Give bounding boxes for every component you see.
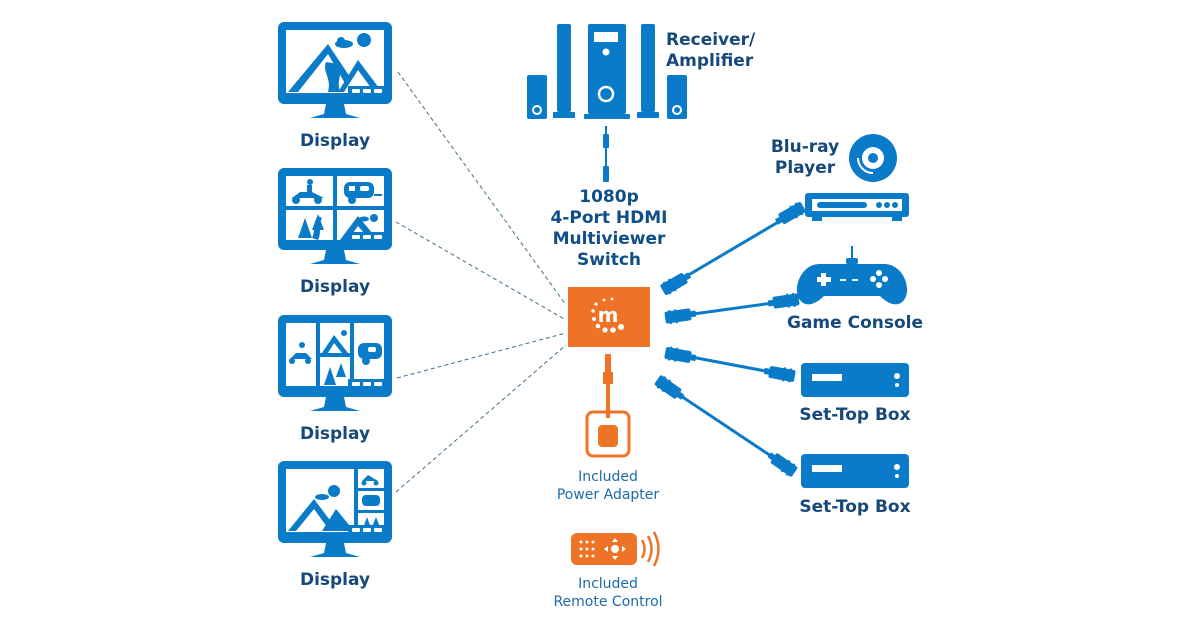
receiver-label: Receiver/ Amplifier <box>666 30 755 72</box>
link-display-4 <box>395 344 567 493</box>
switch-title-line1: 1080p <box>579 187 639 207</box>
display-4-icon <box>278 461 392 557</box>
power-adapter-label-line1: Included <box>578 469 638 485</box>
hdmi-cable-bluray <box>659 200 807 297</box>
set-top-box-2-icon <box>801 454 909 488</box>
set-top-box-1-icon <box>801 363 909 397</box>
set-top-box-2-label: Set-Top Box <box>799 497 911 517</box>
bluray-label-line2: Player <box>774 158 836 178</box>
set-top-box-1-label: Set-Top Box <box>799 405 911 425</box>
power-adapter-icon <box>585 354 631 458</box>
display-2-icon <box>278 168 392 264</box>
remote-control-icon <box>571 531 660 567</box>
bluray-label: Blu-ray Player <box>770 137 840 179</box>
hdmi-cable-stb2 <box>653 373 799 479</box>
power-adapter-label-line2: Power Adapter <box>556 487 660 503</box>
bluray-player-icon <box>805 134 909 221</box>
bluray-label-line1: Blu-ray <box>770 137 840 157</box>
game-console-label: Game Console <box>787 313 923 333</box>
switch-title-line3: Multiviewer <box>552 229 666 249</box>
link-display-1 <box>397 71 567 306</box>
display-3-label: Display <box>299 424 371 444</box>
switch-box[interactable]: m <box>568 287 650 347</box>
power-adapter-label: Included Power Adapter <box>538 468 678 504</box>
link-display-2 <box>395 221 567 321</box>
speaker-system-icon <box>527 24 687 119</box>
display-2-label: Display <box>299 277 371 297</box>
display-links <box>395 71 567 493</box>
manhattan-logo-icon: m <box>591 297 624 333</box>
display-4-label: Display <box>299 570 371 590</box>
receiver-label-line1: Receiver/ <box>666 30 756 50</box>
hdmi-cable-stb1 <box>663 345 797 384</box>
display-3-icon <box>278 315 392 411</box>
remote-control-label-line2: Remote Control <box>553 594 663 610</box>
switch-title: 1080p 4-Port HDMI Multiviewer Switch <box>529 187 689 271</box>
switch-title-line4: Switch <box>576 250 642 270</box>
link-display-3 <box>396 332 567 379</box>
hdmi-cables <box>653 200 807 479</box>
remote-control-label: Included Remote Control <box>538 575 678 611</box>
receiver-cable-icon <box>603 126 609 182</box>
switch-title-line2: 4-Port HDMI <box>550 208 668 228</box>
remote-control-label-line1: Included <box>578 576 638 592</box>
display-1-icon <box>278 22 392 118</box>
receiver-label-line2: Amplifier <box>666 51 754 71</box>
gamepad-icon <box>796 246 908 305</box>
switch-logo-text: m <box>598 303 619 327</box>
display-1-label: Display <box>299 131 371 151</box>
hdmi-cable-game <box>664 292 800 325</box>
